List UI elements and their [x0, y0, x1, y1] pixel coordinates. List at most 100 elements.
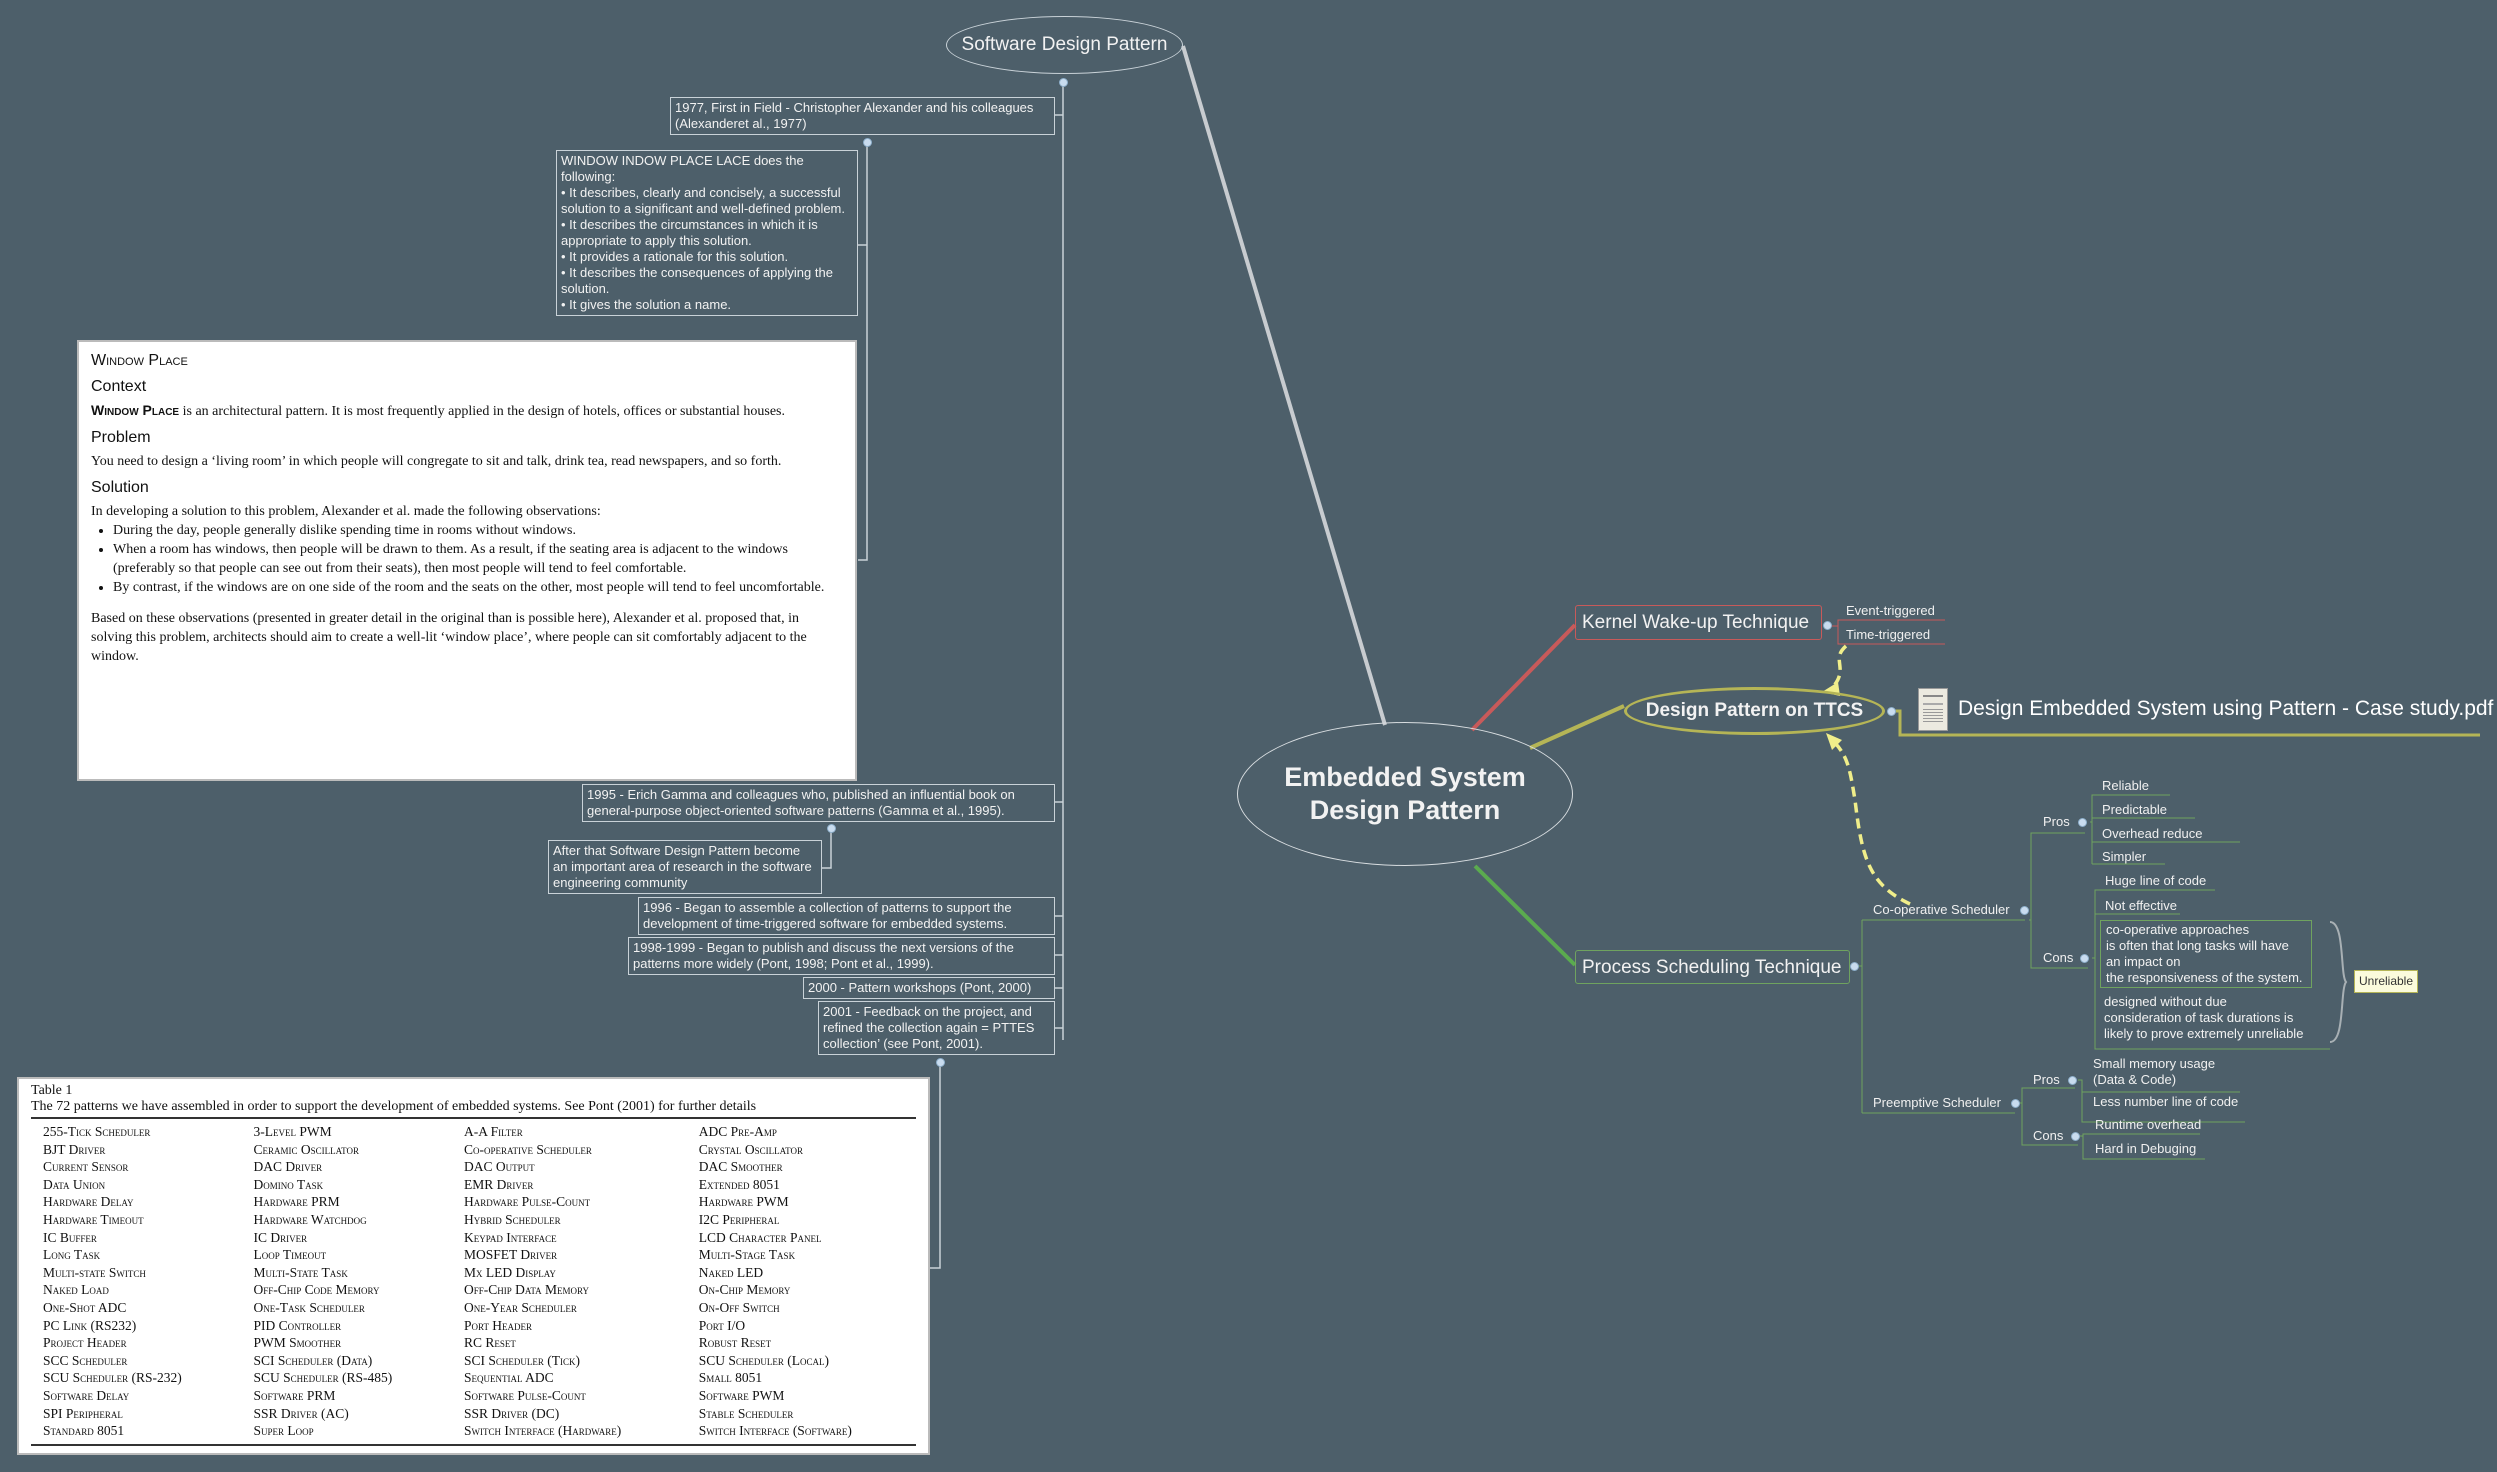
con-item[interactable]: Runtime overhead [2095, 1117, 2202, 1132]
pattern-cell: PID Controller [253, 1317, 342, 1333]
pattern-cell: SCU Scheduler (Local) [698, 1352, 829, 1368]
text-line: is often that long tasks will have [2106, 938, 2289, 953]
text-line: an impact on [2106, 954, 2181, 969]
pattern-cell: Long Task [43, 1247, 101, 1263]
coop-pros[interactable]: Pros [2043, 814, 2070, 829]
pattern-cell: Off-Chip Data Memory [463, 1282, 590, 1298]
pattern-cell: Naked Load [43, 1282, 109, 1298]
collapse-toggle[interactable] [2020, 906, 2029, 915]
collapse-toggle[interactable] [2011, 1099, 2020, 1108]
collapse-toggle[interactable] [863, 138, 872, 147]
node-1995[interactable]: 1995 - Erich Gamma and colleagues who, p… [582, 784, 1055, 822]
observation-list: During the day, people generally dislike… [91, 521, 843, 597]
con-item-unreliable[interactable]: designed without due consideration of ta… [2104, 994, 2303, 1042]
pattern-cell: On-Chip Memory [698, 1282, 791, 1298]
pattern-cell: I2C Peripheral [698, 1211, 780, 1227]
preemptive-scheduler[interactable]: Preemptive Scheduler [1873, 1095, 2001, 1110]
collapse-toggle[interactable] [1823, 621, 1832, 630]
con-item[interactable]: Hard in Debuging [2095, 1141, 2197, 1156]
window-place-summary[interactable]: WINDOW INDOW PLACE LACE does the followi… [556, 150, 858, 316]
preempt-pros[interactable]: Pros [2033, 1072, 2060, 1087]
text-line: co-operative approaches [2106, 922, 2250, 937]
text-line: consideration of task durations is [2104, 1010, 2294, 1025]
pattern-cell: Hardware PWM [698, 1194, 789, 1210]
pattern-cell: Co-operative Scheduler [463, 1141, 592, 1157]
node-1977[interactable]: 1977, First in Field - Christopher Alexa… [670, 97, 1055, 135]
cooperative-scheduler[interactable]: Co-operative Scheduler [1873, 902, 2010, 917]
text-line: the responsiveness of the system. [2106, 970, 2303, 985]
pattern-cell: Naked LED [698, 1264, 764, 1280]
collapse-toggle[interactable] [1850, 962, 1859, 971]
con-item[interactable]: Huge line of code [2105, 873, 2207, 888]
unreliable-summary[interactable]: Unreliable [2354, 970, 2418, 993]
con-item[interactable]: Not effective [2105, 898, 2178, 913]
event-triggered[interactable]: Event-triggered [1846, 603, 1935, 618]
preempt-cons[interactable]: Cons [2033, 1128, 2064, 1143]
con-item-responsiveness[interactable]: co-operative approaches is often that lo… [2100, 920, 2312, 988]
process-scheduling-topic[interactable]: Process Scheduling Technique [1575, 950, 1850, 984]
problem-heading: Problem [91, 429, 151, 446]
pattern-cell: Multi-Stage Task [698, 1247, 796, 1263]
collapse-toggle[interactable] [2068, 1076, 2077, 1085]
pdf-file-icon[interactable] [1918, 688, 1948, 731]
pro-item[interactable]: Simpler [2102, 849, 2147, 864]
collapse-toggle[interactable] [827, 824, 836, 833]
pattern-cell: Hardware Pulse-Count [463, 1194, 591, 1210]
collapse-toggle[interactable] [936, 1058, 945, 1067]
solution-intro: In developing a solution to this problem… [91, 504, 601, 519]
context-text: Window Place is an architectural pattern… [91, 402, 785, 419]
pro-item[interactable]: Small memory usage (Data & Code) [2093, 1056, 2216, 1087]
pattern-cell: SCI Scheduler (Tick) [463, 1352, 580, 1368]
pattern-cell: ADC Pre-Amp [698, 1124, 777, 1139]
pattern-cell: One-Year Scheduler [463, 1299, 577, 1315]
summary-line: • It provides a rationale for this solut… [561, 249, 789, 264]
kernel-wakeup-topic[interactable]: Kernel Wake-up Technique [1575, 605, 1822, 640]
table-label: Table 1 [31, 1083, 73, 1098]
time-triggered[interactable]: Time-triggered [1846, 627, 1931, 642]
pattern-cell: PWM Smoother [253, 1335, 342, 1351]
collapse-toggle[interactable] [1887, 707, 1896, 716]
collapse-toggle[interactable] [2078, 818, 2087, 827]
central-topic[interactable]: Embedded System Design Pattern [1237, 722, 1573, 866]
collapse-toggle[interactable] [2080, 954, 2089, 963]
summary-line: • It gives the solution a name. [561, 297, 732, 312]
attachment-link[interactable]: Design Embedded System using Pattern - C… [1958, 697, 2494, 720]
pro-item[interactable]: Predictable [2102, 802, 2168, 817]
coop-cons[interactable]: Cons [2043, 950, 2074, 965]
process-title: Process Scheduling Technique [1582, 957, 1842, 978]
pattern-cell: SCU Scheduler (RS-232) [43, 1370, 182, 1386]
node-1998[interactable]: 1998-1999 - Began to publish and discuss… [628, 937, 1055, 975]
pattern-cell: DAC Smoother [698, 1159, 783, 1175]
pattern-cell: One-Shot ADC [43, 1299, 127, 1315]
collapse-toggle[interactable] [2071, 1132, 2080, 1141]
node-after-that[interactable]: After that Software Design Pattern becom… [548, 840, 822, 894]
pro-item[interactable]: Less number line of code [2093, 1094, 2239, 1109]
kernel-title: Kernel Wake-up Technique [1582, 612, 1810, 633]
pattern-cell: SSR Driver (DC) [463, 1405, 560, 1421]
central-title-line2: Design Pattern [1309, 795, 1501, 825]
table-caption: The 72 patterns we have assembled in ord… [31, 1099, 916, 1119]
pro-item[interactable]: Overhead reduce [2102, 826, 2203, 841]
pattern-cell: Multi-State Task [253, 1264, 348, 1280]
pattern-cell: Project Header [43, 1335, 127, 1351]
summary-line: • It describes the circumstances in whic… [561, 217, 818, 248]
pattern-cell: Software Delay [43, 1387, 130, 1403]
summary-line: • It describes the consequences of apply… [561, 265, 833, 296]
pattern-cell: Software PRM [253, 1387, 336, 1403]
pro-item[interactable]: Reliable [2102, 778, 2149, 793]
ttcs-topic[interactable]: Design Pattern on TTCS [1624, 687, 1885, 735]
node-2001[interactable]: 2001 - Feedback on the project, and refi… [818, 1001, 1055, 1055]
node-2000[interactable]: 2000 - Pattern workshops (Pont, 2000) [803, 977, 1055, 999]
software-design-pattern-topic[interactable]: Software Design Pattern [946, 16, 1183, 74]
collapse-toggle[interactable] [1059, 78, 1068, 87]
node-1996[interactable]: 1996 - Began to assemble a collection of… [638, 897, 1055, 935]
pattern-cell: Standard 8051 [43, 1423, 125, 1439]
pattern-cell: Port I/O [698, 1317, 746, 1333]
